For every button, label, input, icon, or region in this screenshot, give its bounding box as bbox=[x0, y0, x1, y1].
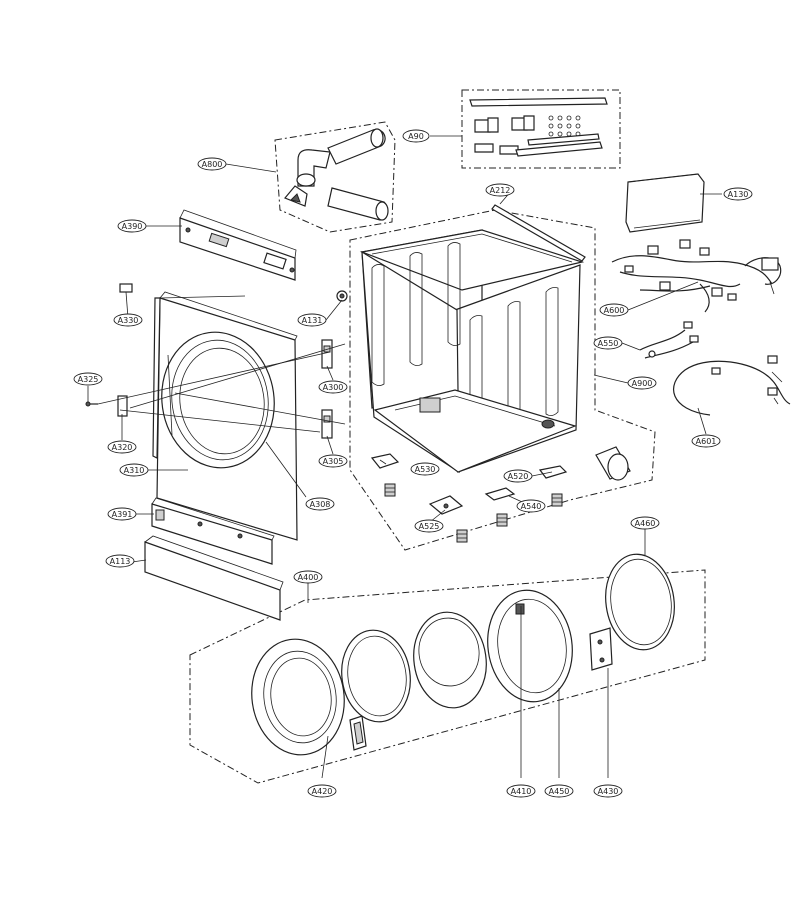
a300-hinge bbox=[321, 339, 333, 369]
label-a520: A520 bbox=[503, 469, 533, 483]
a450-door-inner-frame bbox=[487, 589, 573, 703]
label-a420: A420 bbox=[307, 784, 337, 798]
a90-group-boundary bbox=[461, 89, 621, 169]
svg-text:A300: A300 bbox=[323, 383, 344, 392]
label-a320: A320 bbox=[107, 440, 137, 454]
leveling-feet bbox=[384, 483, 563, 543]
svg-text:A390: A390 bbox=[122, 222, 143, 231]
door-group-boundary bbox=[189, 569, 706, 784]
svg-text:A90: A90 bbox=[408, 132, 424, 141]
label-a410: A410 bbox=[506, 784, 536, 798]
svg-text:A520: A520 bbox=[508, 472, 529, 481]
a391-lower-bracket bbox=[151, 497, 275, 565]
svg-text:A600: A600 bbox=[604, 306, 625, 315]
a900-cabinet bbox=[359, 229, 585, 474]
svg-text:A330: A330 bbox=[118, 316, 139, 325]
a525-bracket bbox=[428, 495, 464, 515]
a90-hardware-kit bbox=[469, 97, 608, 157]
label-a212: A212 bbox=[485, 183, 515, 197]
leader-lines bbox=[87, 135, 722, 779]
a430-door-hinge bbox=[589, 627, 613, 671]
a131-grommet bbox=[336, 290, 348, 302]
label-a550: A550 bbox=[593, 336, 623, 350]
svg-text:A400: A400 bbox=[298, 573, 319, 582]
svg-text:A525: A525 bbox=[419, 522, 440, 531]
svg-text:A131: A131 bbox=[302, 316, 323, 325]
label-a540: A540 bbox=[516, 499, 546, 513]
a601-cord bbox=[673, 355, 791, 416]
label-a330: A330 bbox=[113, 313, 143, 327]
a600-wire-harness bbox=[611, 239, 782, 313]
svg-text:A113: A113 bbox=[110, 557, 131, 566]
svg-text:A308: A308 bbox=[310, 500, 331, 509]
a330-small-part bbox=[119, 283, 133, 293]
label-a325: A325 bbox=[73, 372, 103, 386]
label-a90: A90 bbox=[402, 129, 430, 143]
label-a300: A300 bbox=[318, 380, 348, 394]
label-a900: A900 bbox=[627, 376, 657, 390]
svg-text:A325: A325 bbox=[78, 375, 99, 384]
svg-text:A130: A130 bbox=[728, 190, 749, 199]
a550-cord bbox=[639, 321, 699, 359]
cabinet-group-boundary bbox=[349, 209, 656, 551]
svg-text:A420: A420 bbox=[312, 787, 333, 796]
label-a390: A390 bbox=[117, 219, 147, 233]
exhaust-duct-part bbox=[595, 446, 631, 481]
label-a601: A601 bbox=[691, 434, 721, 448]
label-a130: A130 bbox=[723, 187, 753, 201]
a800-group-boundary bbox=[274, 121, 396, 233]
a212-top-strip bbox=[491, 204, 586, 262]
label-a430: A430 bbox=[593, 784, 623, 798]
label-a460: A460 bbox=[630, 516, 660, 530]
svg-text:A410: A410 bbox=[511, 787, 532, 796]
svg-text:A550: A550 bbox=[598, 339, 619, 348]
svg-text:A540: A540 bbox=[521, 502, 542, 511]
svg-text:A900: A900 bbox=[632, 379, 653, 388]
svg-text:A310: A310 bbox=[124, 466, 145, 475]
svg-text:A601: A601 bbox=[696, 437, 717, 446]
door-handle-part bbox=[349, 715, 367, 751]
duct-elbow-part bbox=[284, 128, 389, 221]
label-a600: A600 bbox=[599, 303, 629, 317]
label-a800: A800 bbox=[197, 157, 227, 171]
label-a308: A308 bbox=[305, 497, 335, 511]
door-seal-ring bbox=[341, 629, 411, 723]
a113-kick-plate bbox=[144, 535, 284, 621]
label-a450: A450 bbox=[544, 784, 574, 798]
svg-text:A530: A530 bbox=[415, 465, 436, 474]
a325-screw bbox=[85, 401, 98, 407]
label-a530: A530 bbox=[410, 462, 440, 476]
label-a310: A310 bbox=[119, 463, 149, 477]
a540-bracket bbox=[484, 487, 516, 501]
label-a305: A305 bbox=[318, 454, 348, 468]
assembly-guide-lines bbox=[97, 295, 346, 433]
label-a131: A131 bbox=[297, 313, 327, 327]
a420-door-outer-ring bbox=[251, 638, 345, 756]
label-a113: A113 bbox=[105, 554, 135, 568]
svg-text:A460: A460 bbox=[635, 519, 656, 528]
a320-strike bbox=[117, 395, 128, 417]
a530-bracket bbox=[370, 453, 400, 469]
a305-hinge bbox=[321, 409, 333, 439]
svg-text:A800: A800 bbox=[202, 160, 223, 169]
label-a400: A400 bbox=[293, 570, 323, 584]
a310-front-panel bbox=[152, 291, 298, 541]
svg-text:A450: A450 bbox=[549, 787, 570, 796]
svg-text:A430: A430 bbox=[598, 787, 619, 796]
label-a525: A525 bbox=[414, 519, 444, 533]
a130-control-box bbox=[625, 173, 705, 233]
a460-gasket-ring bbox=[605, 553, 675, 651]
svg-text:A212: A212 bbox=[490, 186, 511, 195]
svg-text:A320: A320 bbox=[112, 443, 133, 452]
svg-text:A391: A391 bbox=[112, 510, 133, 519]
a520-bracket bbox=[538, 465, 568, 479]
label-a391: A391 bbox=[107, 507, 137, 521]
door-glass-part bbox=[413, 611, 487, 709]
svg-text:A305: A305 bbox=[323, 457, 344, 466]
a390-control-bracket bbox=[179, 209, 297, 281]
